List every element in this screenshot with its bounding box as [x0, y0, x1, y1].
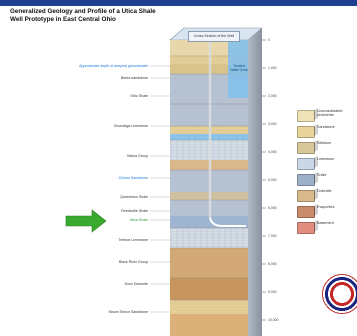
agency-seal-logo [322, 274, 357, 314]
label-mount-simon: Mount Simon Sandstone [108, 310, 148, 314]
legend-swatch [297, 206, 315, 218]
depth-tick: 0 [268, 38, 270, 42]
depth-tick: 5,000 [268, 178, 277, 182]
label-groundwater: Approximate depth of deepest groundwater [79, 64, 148, 68]
legend-item: Shale [297, 172, 351, 187]
legend-item: Siltstone [297, 140, 351, 155]
aquifer-cutaway [228, 40, 248, 98]
legend-item: Evaporites [297, 204, 351, 219]
label-clinton: Clinton Sandstone [118, 176, 148, 180]
legend-item: Limestone [297, 156, 351, 171]
label-salina: Salina Group [127, 154, 148, 158]
legend-swatch [297, 158, 315, 170]
legend-label: Evaporites [317, 205, 335, 209]
legend-label: Sandstone [317, 125, 335, 129]
legend-label: Siltstone [317, 141, 332, 145]
depth-tick: 1,000 [268, 66, 277, 70]
depth-tick: 9,000 [268, 290, 277, 294]
aquifer-note: Treated Water Zone [230, 64, 248, 72]
legend-label: Limestone [317, 157, 335, 161]
depth-tick: 10,000 [268, 318, 279, 322]
label-ohio-shale: Ohio Shale [130, 94, 148, 98]
title-line-1: Generalized Geology and Profile of a Uti… [10, 8, 156, 15]
label-utica: Utica Shale [129, 218, 148, 222]
label-knox: Knox Dolomite [124, 282, 148, 286]
legend-swatch [297, 142, 315, 154]
legend-item: Basement [297, 220, 351, 235]
header-bar [0, 0, 357, 6]
legend-item: Sandstone [297, 124, 351, 139]
legend-label: Basement [317, 221, 334, 225]
legend-item: Unconsolidated sediments [297, 108, 351, 123]
legend-item: Dolomite [297, 188, 351, 203]
well-callout: Cross-Section of the Well [188, 31, 240, 42]
label-queenston: Queenston Shale [120, 195, 148, 199]
depth-tick: 3,000 [268, 122, 277, 126]
legend-swatch [297, 110, 315, 122]
label-trenton: Trenton Limestone [118, 238, 148, 242]
legend-swatch [297, 190, 315, 202]
legend-swatch [297, 174, 315, 186]
depth-tick: 7,000 [268, 234, 277, 238]
legend-label: Unconsolidated sediments [317, 109, 343, 118]
page-title: Generalized Geology and Profile of a Uti… [10, 8, 160, 24]
legend-label: Shale [317, 173, 327, 177]
label-berea: Berea sandstone [120, 76, 148, 80]
legend-label: Dolomite [317, 189, 332, 193]
depth-tick: 8,000 [268, 262, 277, 266]
label-onondaga: Onondaga Limestone [113, 124, 148, 128]
legend-swatch [297, 222, 315, 234]
depth-tick: 2,000 [268, 94, 277, 98]
utica-arrow [65, 209, 107, 233]
label-reedsville: Reedsville Shale [121, 209, 148, 213]
label-black-river: Black River Group [118, 260, 148, 264]
legend-swatch [297, 126, 315, 138]
title-line-2: Well Prototype in East Central Ohio [10, 16, 116, 23]
depth-tick: 6,000 [268, 206, 277, 210]
depth-tick: 4,000 [268, 150, 277, 154]
